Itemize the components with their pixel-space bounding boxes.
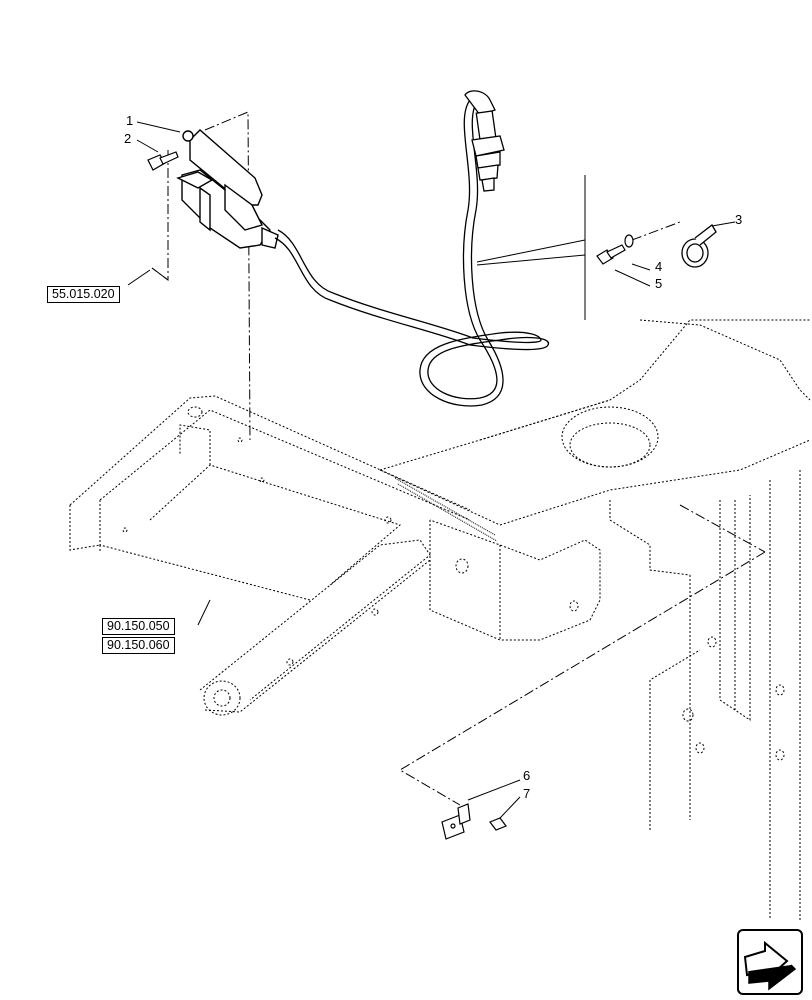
bolt-2 <box>147 151 179 171</box>
callout-3: 3 <box>735 212 743 227</box>
leader-lines <box>127 121 736 819</box>
tractor-frame <box>69 319 811 920</box>
washer-4 <box>624 234 634 248</box>
callout-6: 6 <box>523 768 531 783</box>
callout-4: 4 <box>655 259 663 274</box>
probe <box>464 90 505 192</box>
next-page-arrow-icon <box>743 940 797 991</box>
bolt-7 <box>489 817 507 831</box>
callout-5: 5 <box>655 276 663 291</box>
reference-link-90-150-050[interactable]: 90.150.050 <box>102 618 175 635</box>
sensor-module <box>176 129 279 249</box>
reference-link-90-150-060[interactable]: 90.150.060 <box>102 637 175 654</box>
clamp-3 <box>681 224 717 268</box>
callout-1: 1 <box>126 113 134 128</box>
reference-link-55-015-020[interactable]: 55.015.020 <box>47 286 120 303</box>
callout-2: 2 <box>124 131 132 146</box>
callout-7: 7 <box>523 786 531 801</box>
bolt-5 <box>596 244 626 265</box>
bracket-6 <box>441 803 471 840</box>
sensor-cable <box>274 99 549 407</box>
next-page-button[interactable] <box>737 929 803 995</box>
